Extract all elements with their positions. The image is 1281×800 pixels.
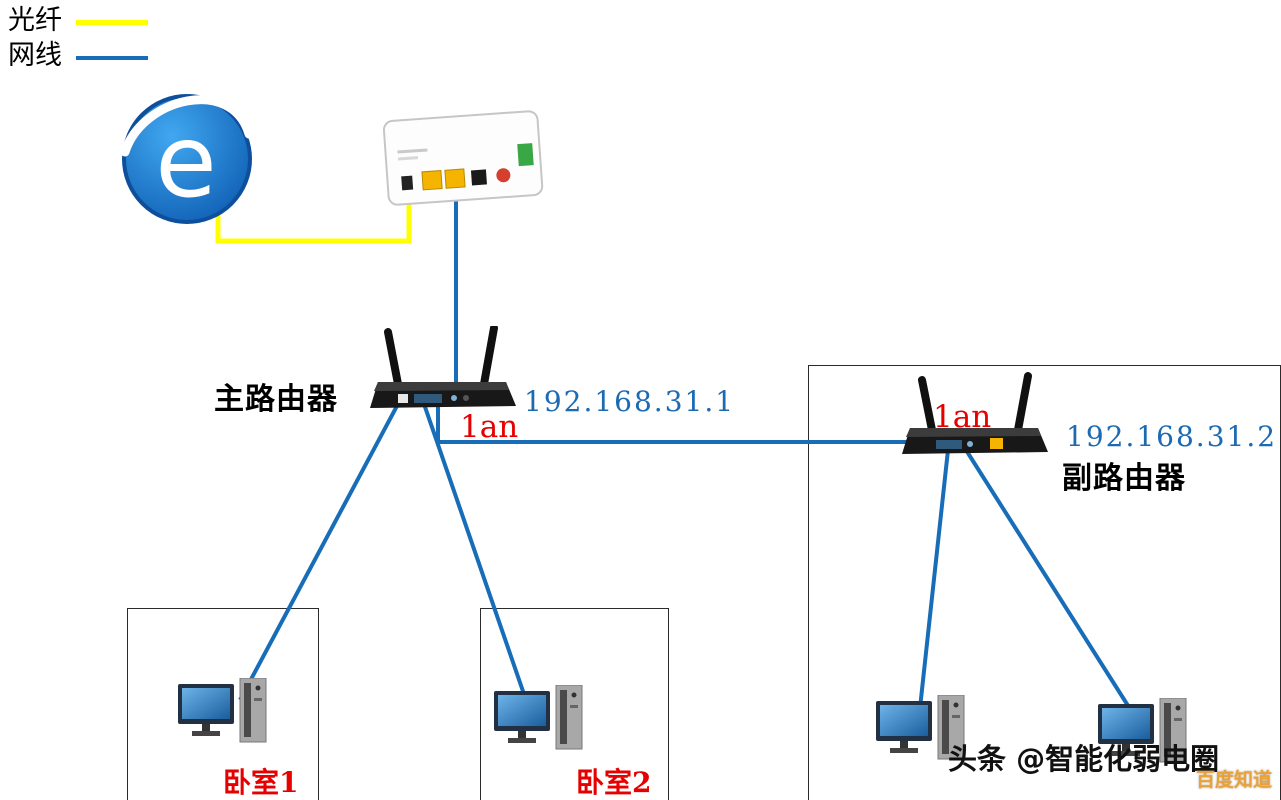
secondary-router-antenna-left <box>918 376 936 434</box>
secondary-router-top-face <box>906 428 1041 437</box>
tower-case <box>239 677 267 743</box>
modem-device <box>381 103 545 212</box>
monitor-base <box>192 731 220 736</box>
modem-print-line2 <box>397 156 419 161</box>
watermark-brand: 百度知道 <box>1196 769 1273 791</box>
modem-fiber-port <box>401 175 414 191</box>
tower-power-button <box>1175 705 1181 711</box>
monitor-screen <box>182 688 230 719</box>
secondary-router-ports <box>936 440 962 449</box>
main-router-led <box>451 395 457 401</box>
secondary-router-label: 副路由器 <box>1062 461 1186 496</box>
main-router-antenna-right <box>480 324 498 388</box>
modem-lan-port-1 <box>421 170 443 191</box>
main-router-port-label: 1an <box>460 409 519 445</box>
modem-lan-port-2 <box>444 168 466 189</box>
main-router-ip: 192.168.31.1 <box>524 385 736 418</box>
legend-cable-line <box>76 56 148 60</box>
tower-drive-slot <box>952 715 960 718</box>
monitor-neck <box>202 724 210 731</box>
modem-power-button <box>496 168 511 183</box>
computer-room2 <box>494 684 586 763</box>
monitor-neck <box>900 741 908 748</box>
room1-box <box>127 608 319 800</box>
tower-power-button <box>953 702 959 708</box>
secondary-router-device <box>900 372 1050 467</box>
legend-fiber-label: 光纤 <box>8 5 62 36</box>
monitor-screen <box>1102 708 1150 739</box>
tower-front-panel <box>942 700 949 754</box>
computer-room1 <box>178 677 270 756</box>
modem-power-port <box>470 169 487 186</box>
monitor-base <box>508 738 536 743</box>
tower-power-button <box>571 692 577 698</box>
cable-main-router-to-room2-pc <box>422 403 528 701</box>
computer-secondary-2 <box>1098 697 1190 776</box>
computer-secondary-1 <box>876 694 968 773</box>
monitor-base <box>1112 751 1140 756</box>
computer-icon <box>178 677 267 743</box>
legend-cable-label: 网线 <box>8 40 62 71</box>
secondary-router-icon <box>902 372 1048 454</box>
secondary-router-port-label: 1an <box>933 399 992 435</box>
cable-secondary-router-to-pc4 <box>964 448 1134 714</box>
legend-fiber-line <box>76 20 148 25</box>
main-router-top-face <box>374 382 509 391</box>
tower-drive-slot <box>254 698 262 701</box>
ie-globe-circle <box>122 94 252 224</box>
internet-explorer-icon: e <box>120 92 254 226</box>
monitor-neck <box>1122 744 1130 751</box>
internet-explorer-icon-svg: e <box>120 94 254 224</box>
tower-power-button <box>255 685 261 691</box>
monitor-base <box>890 748 918 753</box>
main-router-led2 <box>463 395 469 401</box>
fiber-cable <box>215 196 412 244</box>
room2-box <box>480 608 669 800</box>
cable-main-router-to-room1-pc <box>238 403 400 701</box>
tower-drive-slot <box>1174 718 1182 721</box>
room1-label: 卧室1 <box>223 766 299 799</box>
ie-swoosh-ring <box>120 95 254 157</box>
monitor-screen <box>498 695 546 726</box>
tower-case <box>555 684 583 750</box>
computer-icon <box>876 694 965 760</box>
monitor-screen <box>880 705 928 736</box>
computer-icon <box>494 684 583 750</box>
main-router-panel <box>398 394 408 403</box>
main-router-antenna-left <box>384 328 402 388</box>
secondary-router-yellow-port <box>990 438 1003 449</box>
modem-print-line <box>397 148 428 154</box>
monitor-neck <box>518 731 526 738</box>
tower-front-panel <box>560 690 567 744</box>
modem-label-sticker <box>517 143 534 167</box>
main-router-ports <box>414 394 442 403</box>
secondary-router-led <box>967 441 973 447</box>
main-router-label: 主路由器 <box>214 382 338 417</box>
tower-drive-slot <box>570 705 578 708</box>
main-router-icon <box>370 324 516 408</box>
secondary-router-ip: 192.168.31.2 <box>1066 420 1278 453</box>
ie-letter-e: e <box>155 103 217 220</box>
tower-front-panel <box>244 683 251 737</box>
main-router-device <box>368 324 518 421</box>
computer-icon <box>1098 697 1187 763</box>
tower-front-panel <box>1164 703 1171 757</box>
modem-icon <box>382 110 544 206</box>
watermark-byline: 头条 @智能化弱电圈 <box>948 742 1220 776</box>
room2-label: 卧室2 <box>576 766 652 799</box>
cable-secondary-router-to-pc3 <box>918 449 950 709</box>
secondary-router-antenna-right <box>1014 372 1032 434</box>
